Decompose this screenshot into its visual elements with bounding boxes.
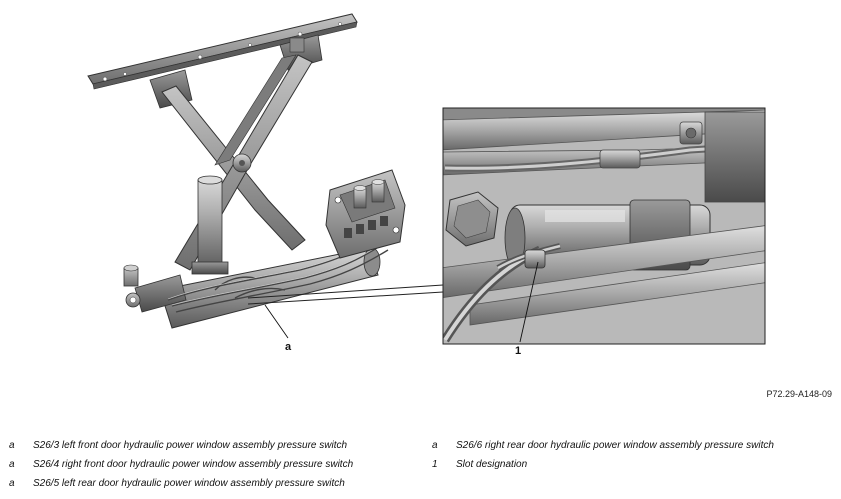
legend-text: S26/5 left rear door hydraulic power win… bbox=[33, 478, 345, 489]
legend-key: a bbox=[9, 459, 15, 470]
window-regulator-assembly bbox=[87, 13, 406, 329]
legend-key: a bbox=[9, 440, 15, 451]
detail-inset bbox=[442, 107, 766, 345]
callout-a-label: a bbox=[285, 341, 292, 353]
legend-key: a bbox=[432, 440, 438, 451]
callout-a: a bbox=[264, 304, 292, 353]
legend-text: Slot designation bbox=[456, 459, 528, 470]
legend-key: a bbox=[9, 478, 15, 489]
callout-1: 1 bbox=[515, 261, 539, 357]
legend-text: S26/3 left front door hydraulic power wi… bbox=[33, 440, 348, 451]
legend-text: S26/6 right rear door hydraulic power wi… bbox=[456, 440, 774, 451]
figure-identifier: P72.29-A148-09 bbox=[766, 389, 832, 399]
callout-1-label: 1 bbox=[515, 345, 521, 357]
detail-connector bbox=[247, 284, 444, 305]
technical-illustration: a bbox=[87, 13, 766, 357]
legend-key: 1 bbox=[432, 459, 438, 470]
legend-text: S26/4 right front door hydraulic power w… bbox=[33, 459, 354, 470]
